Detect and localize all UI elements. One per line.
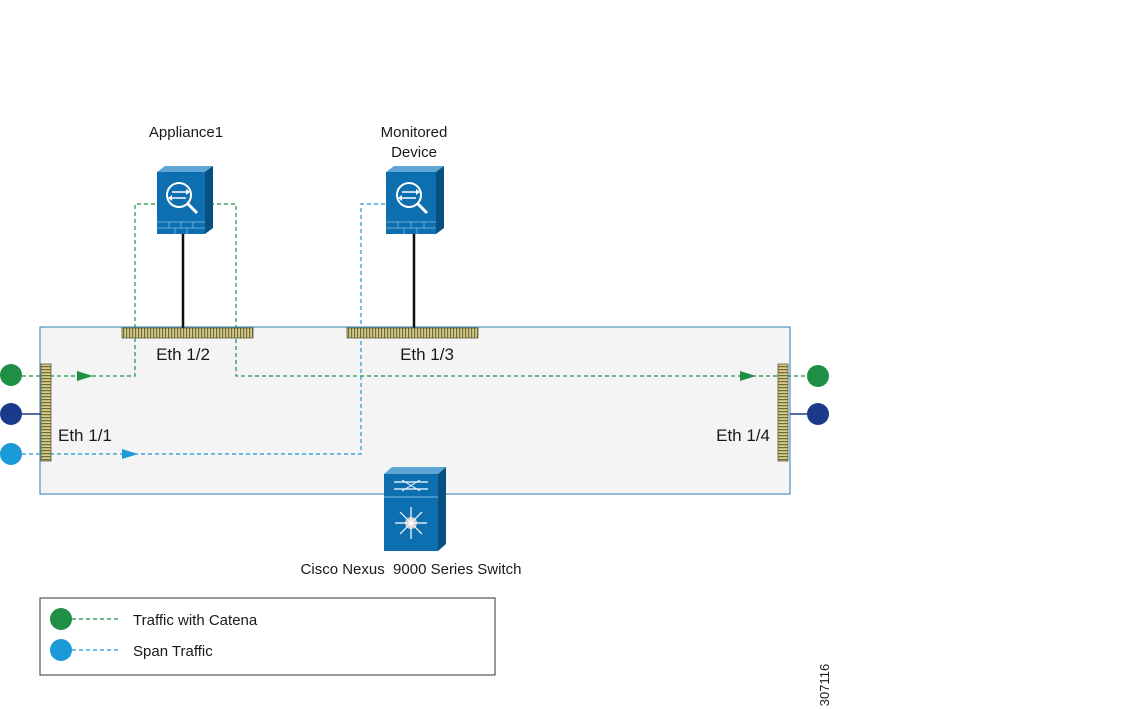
port-label-eth-1-3: Eth 1/3 [400, 345, 454, 364]
catena-endpoint-right [807, 365, 829, 387]
switch-label: Cisco Nexus 9000 Series Switch [301, 561, 522, 578]
port-eth-1-3 [346, 327, 479, 339]
span-arrow [122, 449, 138, 459]
monitored-device-icon [386, 166, 444, 234]
catena-arrow-2 [740, 371, 756, 381]
nexus-switch-icon [384, 467, 446, 551]
port-eth-1-1 [40, 363, 52, 462]
catena-arrow-1 [77, 371, 93, 381]
navy-endpoint-left [0, 403, 22, 425]
span-endpoint-left [0, 443, 22, 465]
port-eth-1-2 [121, 327, 254, 339]
figure-id: 307116 [817, 664, 832, 706]
legend-catena-swatch [50, 608, 72, 630]
switch-chassis [39, 326, 791, 495]
legend-span-swatch [50, 639, 72, 661]
legend-span-label: Span Traffic [133, 643, 213, 660]
port-label-eth-1-1: Eth 1/1 [58, 426, 112, 445]
navy-endpoint-right [807, 403, 829, 425]
monitored-device-label-line1: Monitored [381, 124, 448, 141]
port-eth-1-4 [777, 363, 789, 462]
catena-endpoint-left [0, 364, 22, 386]
port-label-eth-1-4: Eth 1/4 [716, 426, 770, 445]
port-label-eth-1-2: Eth 1/2 [156, 345, 210, 364]
legend: Traffic with Catena Span Traffic [39, 597, 496, 676]
monitored-device-label-line2: Device [391, 144, 437, 161]
appliance-icon [157, 166, 213, 234]
legend-catena-label: Traffic with Catena [133, 612, 258, 629]
catena-traffic-path-out [210, 203, 808, 377]
appliance-label: Appliance1 [149, 124, 223, 141]
